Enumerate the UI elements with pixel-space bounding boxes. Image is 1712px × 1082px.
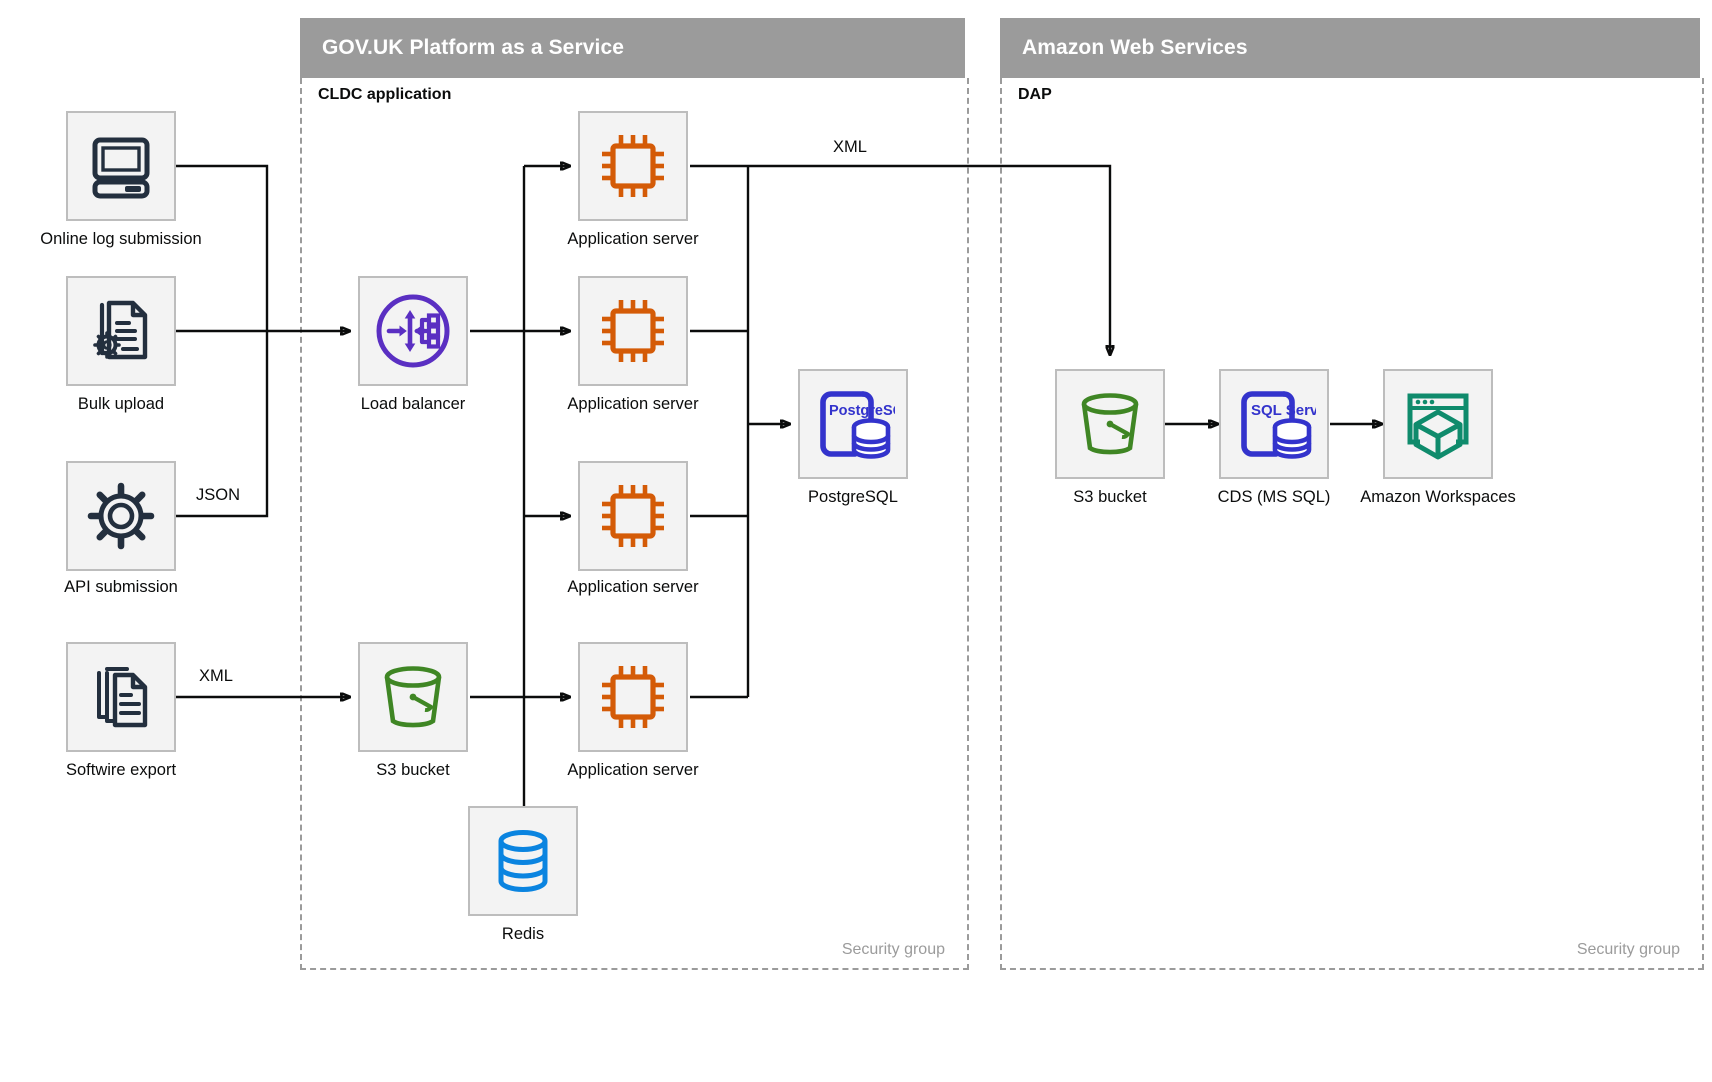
node-label-s3-bucket-paas: S3 bucket <box>376 761 450 779</box>
security-group-label-aws: Security group <box>1576 941 1680 958</box>
node-online-log-submission[interactable] <box>66 111 176 221</box>
cpu-chip-icon <box>594 477 672 555</box>
node-softwire-export[interactable] <box>66 642 176 752</box>
security-group-label-paas: Security group <box>841 941 945 958</box>
node-amazon-workspaces[interactable] <box>1383 369 1493 479</box>
node-label-api-submission: API submission <box>64 578 178 596</box>
node-label-cds-ms-sql: CDS (MS SQL) <box>1217 488 1331 506</box>
node-app-server-1[interactable] <box>578 111 688 221</box>
node-app-server-2[interactable] <box>578 276 688 386</box>
node-label-redis: Redis <box>501 925 545 943</box>
group-subtitle-cldc: CLDC application <box>318 86 452 103</box>
node-s3-bucket-aws[interactable] <box>1055 369 1165 479</box>
node-postgresql[interactable]: PostgreSQL <box>798 369 908 479</box>
desktop-computer-icon <box>85 130 157 202</box>
group-band-aws: Amazon Web Services <box>1000 18 1700 78</box>
node-s3-bucket-paas[interactable] <box>358 642 468 752</box>
group-title-paas: GOV.UK Platform as a Service <box>322 36 624 59</box>
sql-server-icon: SQL Server <box>1232 382 1316 466</box>
group-band-paas: GOV.UK Platform as a Service <box>300 18 965 78</box>
node-label-load-balancer: Load balancer <box>360 395 466 413</box>
load-balancer-icon <box>372 290 454 372</box>
node-label-app-server-2: Application server <box>567 395 699 413</box>
group-subtitle-dap: DAP <box>1018 86 1052 103</box>
edge-label-xml-source: XML <box>199 667 233 685</box>
node-label-softwire-export: Softwire export <box>65 761 177 779</box>
documents-stack-icon <box>85 661 157 733</box>
sql-server-badge-text: SQL Server <box>1251 402 1316 419</box>
node-label-app-server-1: Application server <box>567 230 699 248</box>
database-icon <box>486 824 560 898</box>
cpu-chip-icon <box>594 658 672 736</box>
postgresql-badge-text: PostgreSQL <box>829 403 895 419</box>
node-redis[interactable] <box>468 806 578 916</box>
node-bulk-upload[interactable] <box>66 276 176 386</box>
gear-icon <box>83 478 159 554</box>
edge-label-xml-transfer: XML <box>833 138 867 156</box>
node-label-amazon-workspaces: Amazon Workspaces <box>1360 488 1516 506</box>
edge-label-json: JSON <box>196 486 241 504</box>
node-cds-ms-sql[interactable]: SQL Server <box>1219 369 1329 479</box>
s3-bucket-icon <box>373 657 453 737</box>
node-label-app-server-4: Application server <box>567 761 699 779</box>
node-label-postgresql: PostgreSQL <box>808 488 898 506</box>
node-label-online-log-submission: Online log submission <box>40 230 202 248</box>
node-label-bulk-upload: Bulk upload <box>77 395 165 413</box>
node-app-server-3[interactable] <box>578 461 688 571</box>
node-label-app-server-3: Application server <box>567 578 699 596</box>
document-gear-icon <box>85 295 157 367</box>
s3-bucket-icon <box>1070 384 1150 464</box>
cpu-chip-icon <box>594 292 672 370</box>
node-load-balancer[interactable] <box>358 276 468 386</box>
group-box-aws <box>1000 78 1704 970</box>
postgresql-icon: PostgreSQL <box>811 382 895 466</box>
node-api-submission[interactable] <box>66 461 176 571</box>
group-title-aws: Amazon Web Services <box>1022 36 1248 59</box>
node-label-s3-bucket-aws: S3 bucket <box>1073 488 1147 506</box>
node-app-server-4[interactable] <box>578 642 688 752</box>
workspaces-icon <box>1398 384 1478 464</box>
group-box-paas <box>300 78 969 970</box>
cpu-chip-icon <box>594 127 672 205</box>
